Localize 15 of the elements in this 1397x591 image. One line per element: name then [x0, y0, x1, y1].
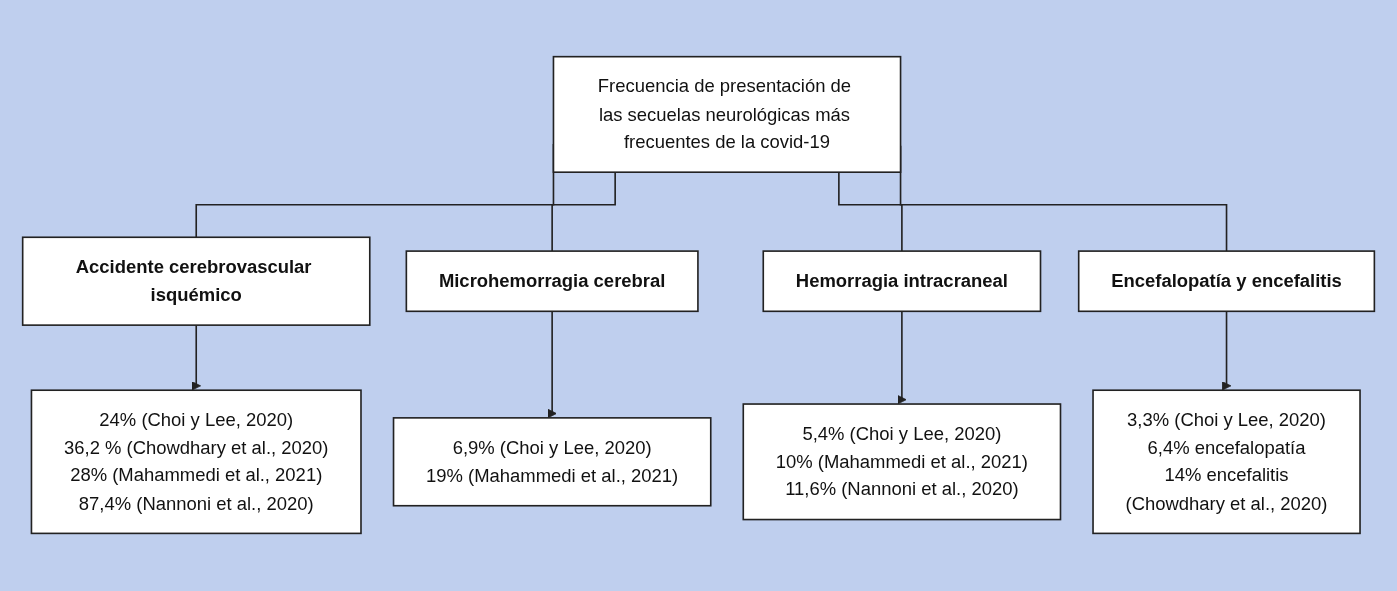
node-box: Frecuencia de presentación de las secuelas neurológicas más frecuentes de la covid-19: [552, 56, 902, 174]
arrow: [547, 310, 557, 419]
node-box: 24% (Choi y Lee, 2020) 36,2 % (Chowdhary et al., 2020) 28% (Mahammedi et al., 2021) 87,4% (Nannoni et al., 2020): [30, 389, 362, 535]
node-box: 5,4% (Choi y Lee, 2020) 10% (Mahammedi et al., 2021) 11,6% (Nannoni et al., 2020): [742, 403, 1062, 521]
connector: [551, 171, 616, 253]
node-box: Accidente cerebrovascular isquémico: [21, 236, 371, 327]
node-box: Microhemorragia cerebral: [405, 250, 699, 313]
connector: [838, 171, 903, 253]
node-box: Encefalopatía y encefalitis: [1077, 250, 1376, 313]
node-box: 6,9% (Choi y Lee, 2020) 19% (Mahammedi et al., 2021): [392, 417, 712, 507]
arrow: [191, 324, 201, 392]
arrow: [1221, 310, 1232, 392]
node-box: 3,3% (Choi y Lee, 2020) 6,4% encefalopatía 14% encefalitis (Chowdhary et al., 2020): [1092, 389, 1361, 535]
arrow: [897, 310, 907, 405]
node-box: Hemorragia intracraneal: [762, 250, 1042, 313]
